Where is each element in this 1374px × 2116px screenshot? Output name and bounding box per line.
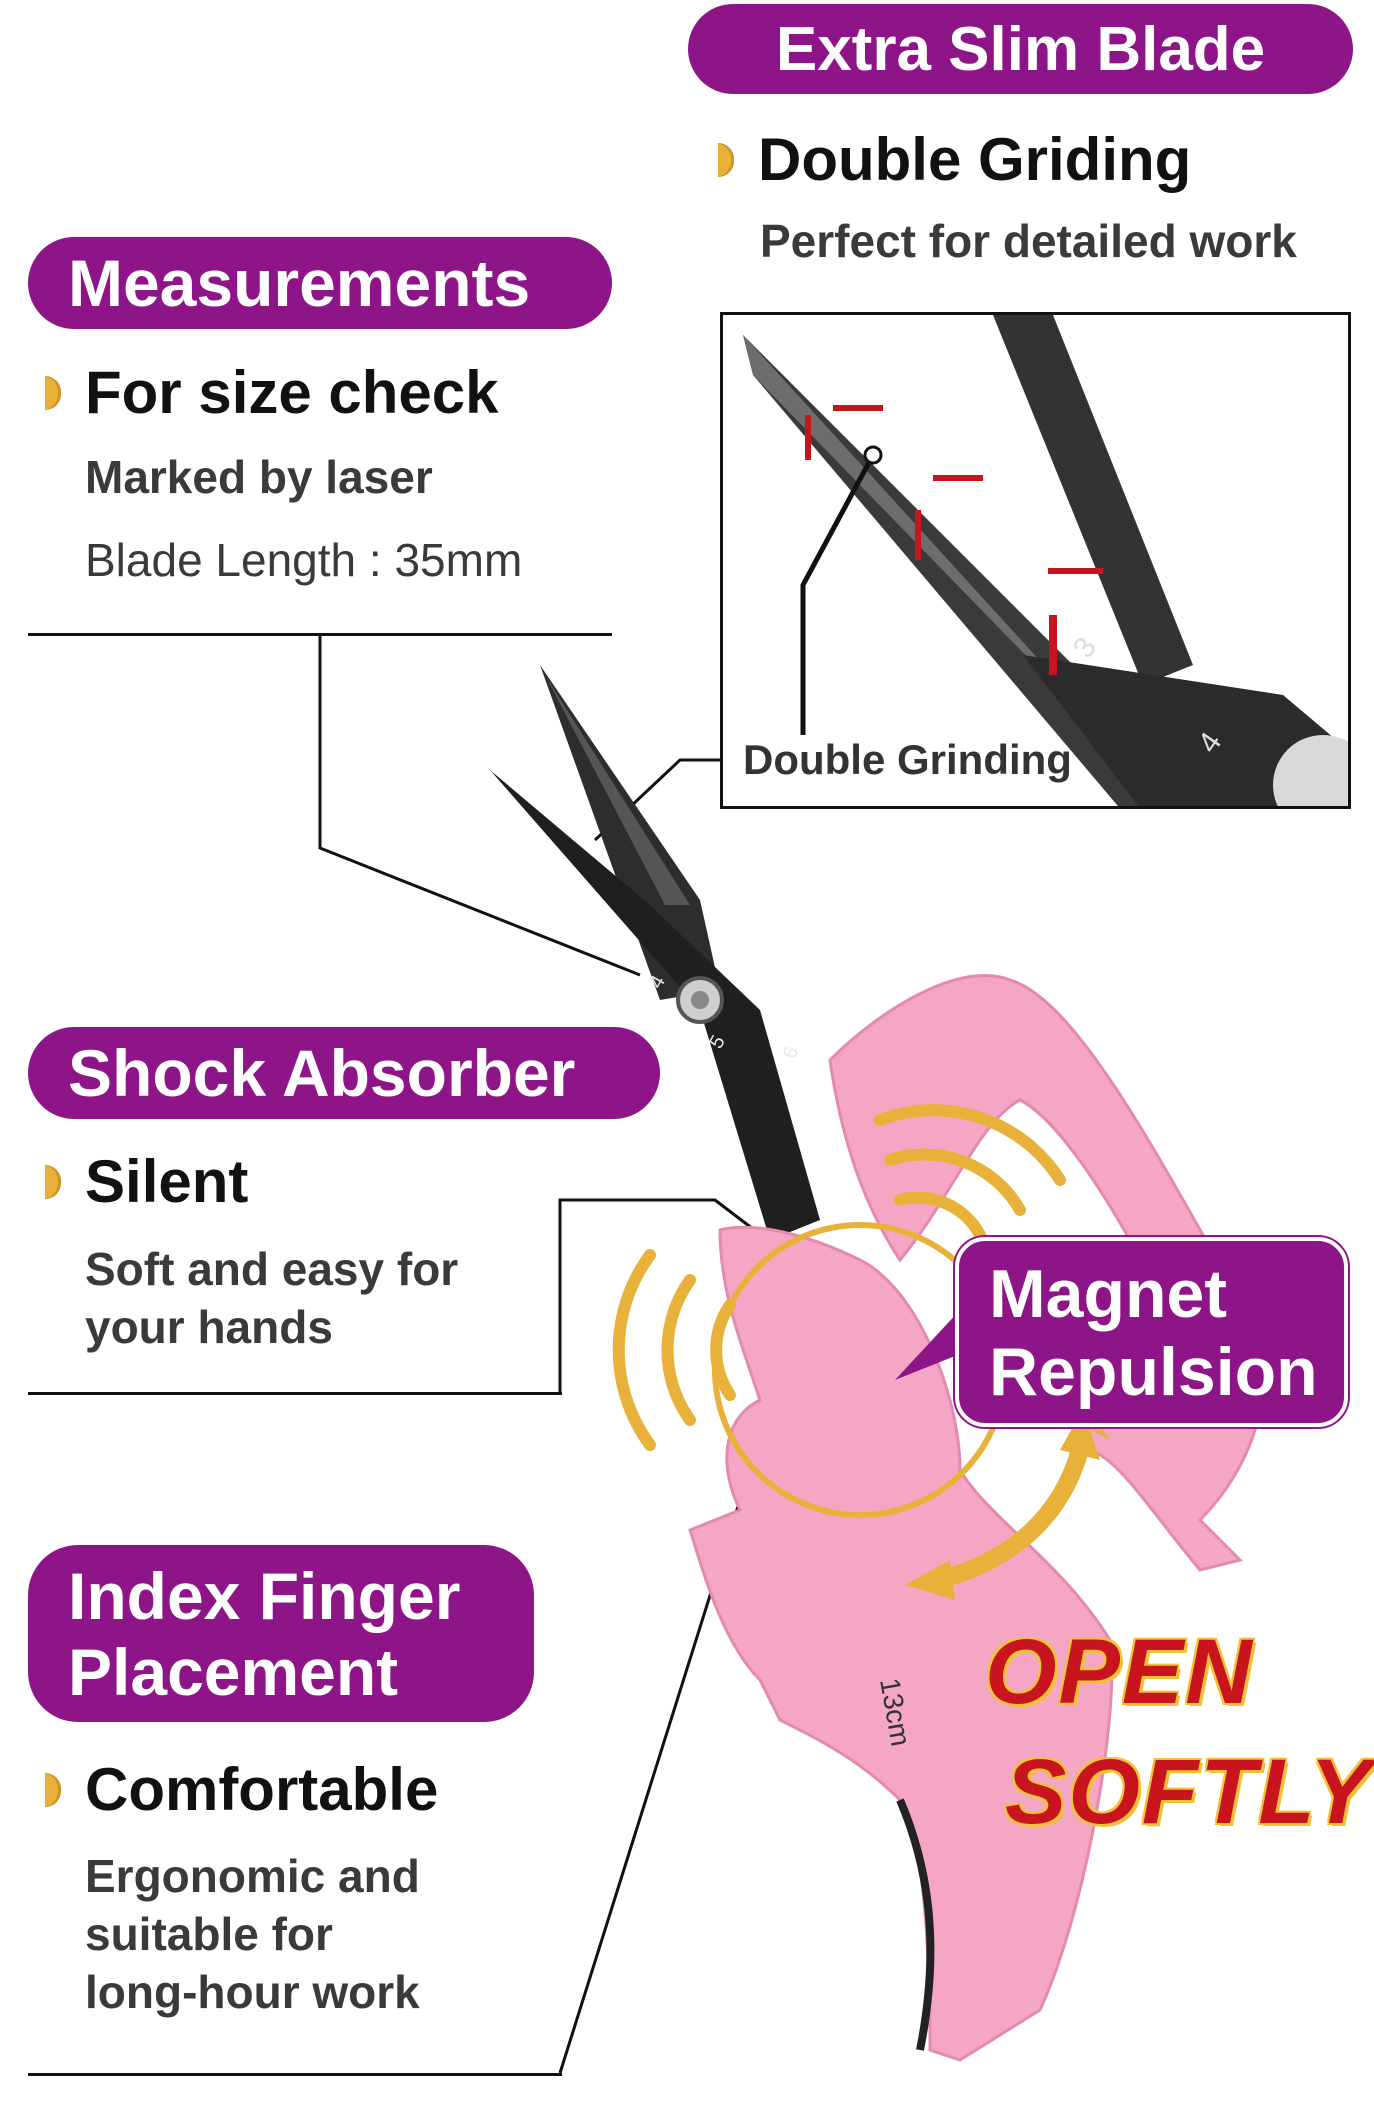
extra-slim-blade-heading: Extra Slim Blade <box>688 4 1353 94</box>
bullet-icon <box>45 375 61 410</box>
magnet-repulsion-line: Magnet <box>989 1256 1227 1332</box>
measurements-leader-line <box>318 635 641 977</box>
shock-absorber-description-line: your hands <box>85 1301 333 1353</box>
index-finger-description-line: Ergonomic and <box>85 1850 420 1902</box>
shock-absorber-description-line: Soft and easy for <box>85 1243 459 1295</box>
shock-absorber-divider <box>28 1392 562 1395</box>
bullet-icon <box>45 1164 61 1199</box>
index-finger-description-line: suitable for <box>85 1908 333 1960</box>
lower-blade <box>490 770 820 1240</box>
open-arrow-icon <box>937 1447 1089 1589</box>
shock-absorber-heading: Shock Absorber <box>28 1027 660 1119</box>
open-softly-line: OPEN <box>985 1621 1254 1723</box>
measurements-description: Marked by laser <box>85 451 433 503</box>
size-check-feature: For size check <box>45 358 499 427</box>
extra-slim-blade-description: Perfect for detailed work <box>760 215 1297 267</box>
bullet-icon <box>45 1772 61 1807</box>
double-grinding-label: Double Grinding <box>743 736 1072 783</box>
index-finger-divider <box>28 2073 562 2076</box>
double-grinding-inset: 3 4 Double Grinding <box>720 312 1351 809</box>
magnet-repulsion-line: Repulsion <box>989 1334 1318 1410</box>
magnet-repulsion-callout: Magnet Repulsion <box>955 1237 1348 1427</box>
silent-feature: Silent <box>45 1147 248 1216</box>
inset-tick: 3 <box>1067 631 1104 664</box>
double-griding-feature: Double Griding <box>718 125 1191 194</box>
index-finger-heading: Index Finger Placement <box>28 1545 534 1722</box>
open-softly-line: SOFTLY <box>1005 1741 1374 1843</box>
comfortable-feature: Comfortable <box>45 1755 438 1824</box>
blade-length-detail: Blade Length : 35mm <box>85 534 523 586</box>
wave-icon <box>874 1104 1066 1186</box>
bullet-icon <box>718 142 734 177</box>
blade-mark: 6 <box>779 1044 803 1062</box>
measurements-heading: Measurements <box>28 237 612 329</box>
measurements-divider <box>28 633 612 636</box>
index-finger-description-line: long-hour work <box>85 1966 420 2018</box>
index-leader-line <box>558 1499 742 2074</box>
